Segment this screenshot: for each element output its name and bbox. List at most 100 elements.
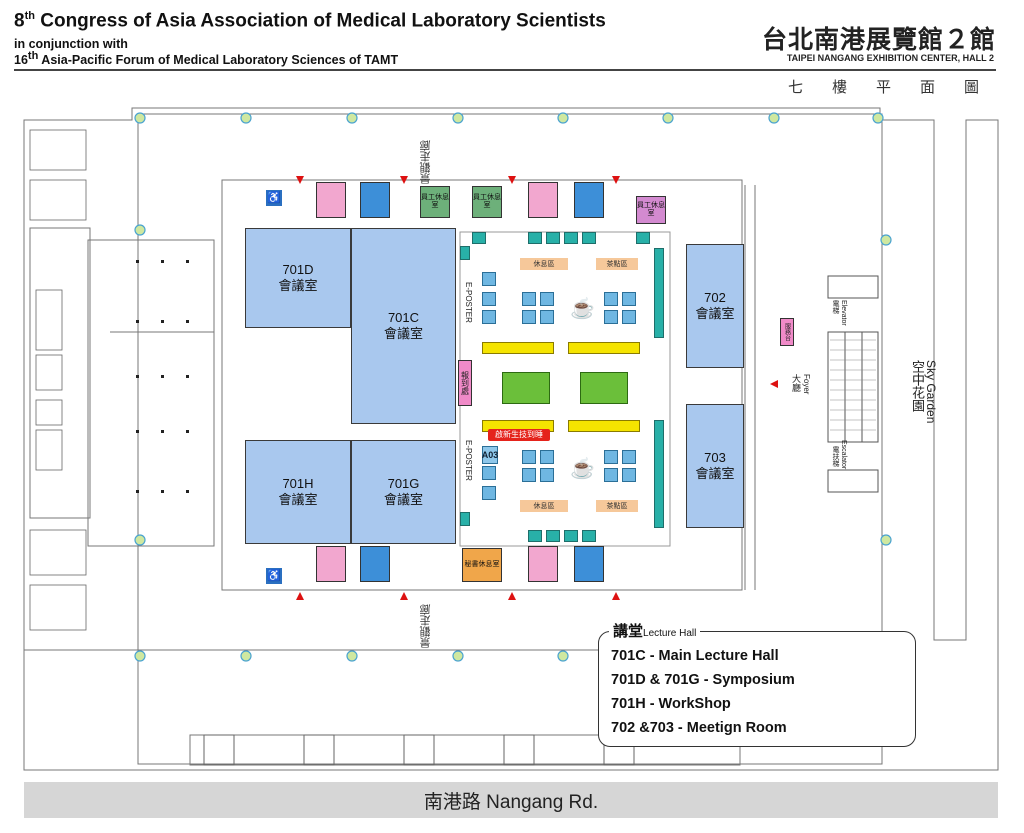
rest-area: 休息區 xyxy=(520,500,568,512)
corridor-top-label: 景觀走廊 xyxy=(420,140,432,184)
staff-lounge: 員工休息室 xyxy=(636,196,666,224)
conjunction-text: in conjunction with xyxy=(14,37,128,51)
staff-lounge: 員工休息室 xyxy=(472,186,502,218)
booth[interactable] xyxy=(564,530,578,542)
legend-line: 701D & 701G - Symposium xyxy=(611,672,795,688)
booth[interactable] xyxy=(460,246,470,260)
staff-lounge: 員工休息室 xyxy=(420,186,450,218)
female-restroom-icon xyxy=(316,546,346,582)
female-restroom-icon xyxy=(316,182,346,218)
floor-plan-char: 七 xyxy=(788,78,804,96)
booth[interactable] xyxy=(564,232,578,244)
female-restroom-icon xyxy=(528,546,558,582)
booth[interactable] xyxy=(604,468,618,482)
booth[interactable] xyxy=(546,530,560,542)
booth[interactable] xyxy=(528,232,542,244)
sky-garden-label-en: Sky Garden xyxy=(924,360,938,424)
booth-a03[interactable]: A03 xyxy=(482,446,498,464)
escalator-label-en: Escalator xyxy=(840,440,847,470)
booth[interactable] xyxy=(522,468,536,482)
booth[interactable] xyxy=(482,486,496,500)
booth[interactable] xyxy=(622,292,636,306)
venue-name-en: TAIPEI NANGANG EXHIBITION CENTER, HALL 2 xyxy=(786,53,994,63)
booth[interactable] xyxy=(528,530,542,542)
booth[interactable] xyxy=(540,292,554,306)
accessible-icon: ♿ xyxy=(266,190,282,206)
event-title: 8th Congress of Asia Association of Medi… xyxy=(14,10,606,32)
booth[interactable] xyxy=(522,450,536,464)
booth[interactable] xyxy=(472,232,486,244)
legend-line: 702 &703 - Meetign Room xyxy=(611,720,787,736)
eposter-label: E-POSTER xyxy=(464,440,473,481)
booth[interactable] xyxy=(582,232,596,244)
booth[interactable] xyxy=(604,450,618,464)
foyer-label-en: Foyer xyxy=(802,374,811,395)
booth-row[interactable] xyxy=(568,342,640,354)
elevator-label-en: Elevator xyxy=(840,300,847,326)
foyer-label-cn: 大廳 xyxy=(791,374,801,392)
floor-plan-char: 面 xyxy=(920,78,936,96)
booth[interactable] xyxy=(546,232,560,244)
legend-line: 701C - Main Lecture Hall xyxy=(611,648,779,664)
male-restroom-icon xyxy=(574,182,604,218)
sky-garden-label-cn: 空中花園 xyxy=(910,360,925,412)
lecture-hall-legend: 講堂Lecture Hall 701C - Main Lecture Hall … xyxy=(598,620,916,747)
booth[interactable] xyxy=(540,450,554,464)
legend-line: 701H - WorkShop xyxy=(611,696,731,712)
male-restroom-icon xyxy=(360,182,390,218)
booth-row[interactable] xyxy=(482,342,554,354)
rest-area: 休息區 xyxy=(520,258,568,270)
road-label: 南港路 Nangang Rd. xyxy=(24,782,998,818)
booth[interactable] xyxy=(540,468,554,482)
booth[interactable] xyxy=(522,310,536,324)
booth[interactable] xyxy=(622,468,636,482)
booth[interactable] xyxy=(540,310,554,324)
booth[interactable] xyxy=(582,530,596,542)
eposter-label: E-POSTER xyxy=(464,282,473,323)
booth[interactable] xyxy=(604,310,618,324)
venue-name-cn: 台北南港展覽館２館 xyxy=(761,25,996,54)
header-divider xyxy=(14,69,996,71)
floor-plan-char: 平 xyxy=(876,78,892,96)
booth[interactable] xyxy=(622,310,636,324)
secretary-lounge: 秘書休息室 xyxy=(462,548,502,582)
accessible-icon: ♿ xyxy=(266,568,282,584)
floor-plan-char: 圖 xyxy=(964,78,980,96)
booth[interactable] xyxy=(482,466,496,480)
registration-desk[interactable]: 報到處 xyxy=(458,360,472,406)
booth[interactable] xyxy=(604,292,618,306)
booth-column[interactable] xyxy=(654,420,664,528)
legend-heading: 講堂Lecture Hall xyxy=(609,620,701,641)
booth[interactable] xyxy=(482,292,496,306)
sponsor-desk[interactable]: 啟新生技到睡 xyxy=(488,429,550,441)
male-restroom-icon xyxy=(574,546,604,582)
coffee-icon: ☕ xyxy=(570,458,595,480)
floor-plan-char: 樓 xyxy=(832,78,848,96)
coffee-icon: ☕ xyxy=(570,298,595,320)
booth-column[interactable] xyxy=(654,248,664,338)
booth[interactable] xyxy=(482,310,496,324)
booth[interactable] xyxy=(522,292,536,306)
male-restroom-icon xyxy=(360,546,390,582)
booth[interactable] xyxy=(482,272,496,286)
tea-area: 茶點區 xyxy=(596,500,638,512)
tea-area: 茶點區 xyxy=(596,258,638,270)
escalator-label-cn: 電扶梯 xyxy=(832,446,839,467)
booth[interactable] xyxy=(636,232,650,244)
booth[interactable] xyxy=(460,512,470,526)
booth[interactable] xyxy=(622,450,636,464)
corridor-bottom-label: 景觀走廊 xyxy=(420,604,432,648)
booth-block[interactable] xyxy=(502,372,550,404)
forum-title: 16th Asia-Pacific Forum of Medical Labor… xyxy=(14,50,399,68)
elevator-label-cn: 電梯 xyxy=(832,300,839,314)
service-desk[interactable]: 服務台 xyxy=(780,318,794,346)
booth-row[interactable] xyxy=(568,420,640,432)
booth-block[interactable] xyxy=(580,372,628,404)
